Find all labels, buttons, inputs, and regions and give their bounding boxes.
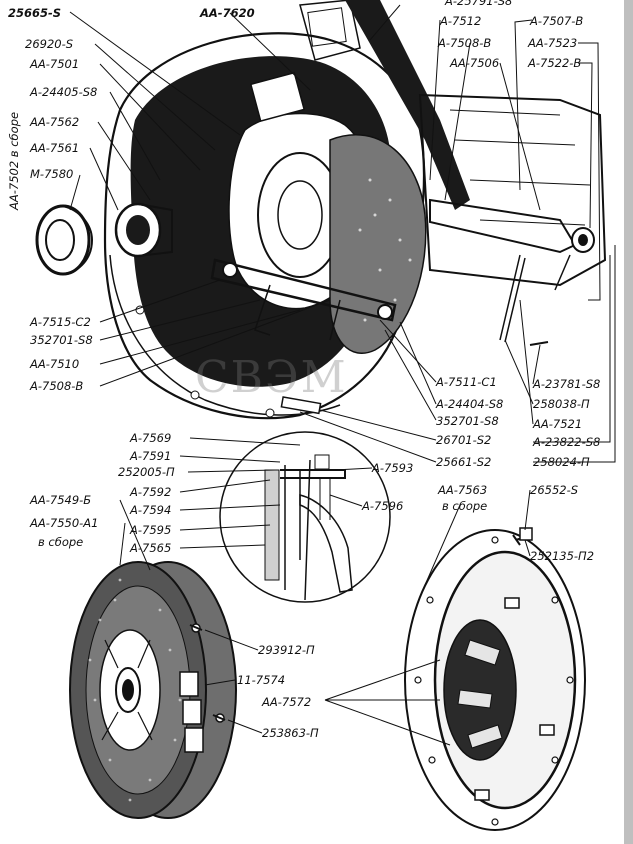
label-26701-s2: 26701-S2	[436, 433, 491, 447]
label-26552-s: 26552-S	[530, 483, 578, 497]
label-aa-7620: AA-7620	[199, 6, 255, 20]
label-aa-7523: AA-7523	[527, 36, 577, 50]
label-aa-7501: AA-7501	[29, 57, 79, 71]
label-a-7508-b-left: A-7508-B	[29, 379, 83, 393]
label-25661-s2: 25661-S2	[436, 455, 491, 469]
label-a-25791-s8: A-25791-S8	[444, 0, 512, 8]
label-aa-7550-a1: AA-7550-A1	[29, 516, 98, 530]
label-252005-p: 252005-П	[118, 465, 175, 479]
label-aa-7563-sub: в сборе	[442, 499, 487, 513]
label-a-7596: A-7596	[361, 499, 403, 513]
label-26920-s: 26920-S	[25, 37, 73, 51]
label-a-7512: A-7512	[439, 14, 481, 28]
label-aa-7510: AA-7510	[29, 357, 79, 371]
label-253863-p: 253863-П	[262, 726, 319, 740]
clutch-housing-drawing	[35, 0, 607, 420]
page-edge	[624, 0, 633, 844]
label-a-24404-s8: A-24404-S8	[435, 397, 503, 411]
label-aa-7562: AA-7562	[29, 115, 79, 129]
label-a-7594: A-7594	[129, 503, 171, 517]
label-258038-p: 258038-П	[533, 397, 590, 411]
label-aa-7506: AA-7506	[449, 56, 499, 70]
label-a-24405-s8: A-24405-S8	[29, 85, 97, 99]
label-a-7592: A-7592	[129, 485, 171, 499]
label-aa-7572: AA-7572	[261, 695, 311, 709]
pressure-plate-drawing	[404, 529, 586, 831]
label-293912-p: 293912-П	[258, 643, 315, 657]
label-a-7595: A-7595	[129, 523, 171, 537]
label-a-7569: A-7569	[129, 431, 171, 445]
label-aa-7563: AA-7563	[437, 483, 487, 497]
label-aa-7549-b: AA-7549-Б	[29, 493, 91, 507]
label-aa-7502-assembly: AA-7502 в сборе	[7, 112, 21, 211]
label-aa-7550-a1-sub: в сборе	[38, 535, 83, 549]
label-352701-s8-right: 352701-S8	[436, 414, 499, 428]
label-a-7591: A-7591	[129, 449, 171, 463]
label-a-7593: A-7593	[371, 461, 413, 475]
label-25665-s: 25665-S	[8, 6, 61, 20]
label-a-7507-b: A-7507-B	[529, 14, 583, 28]
label-a-23822-s8: A-23822-S8	[532, 435, 600, 449]
label-a-7522-b: A-7522-B	[527, 56, 581, 70]
label-aa-7561: AA-7561	[29, 141, 79, 155]
label-258024-p: 258024-П	[533, 455, 590, 469]
label-aa-7521: AA-7521	[532, 417, 582, 431]
label-a-7565: A-7565	[129, 541, 171, 555]
leader-lines	[69, 4, 616, 746]
label-a-7508-b-top: A-7508-B	[437, 36, 491, 50]
label-a-7515-c2: A-7515-C2	[29, 315, 91, 329]
loose-fasteners	[189, 341, 549, 721]
detail-circle	[219, 431, 391, 603]
part-labels: 25665-S AA-7620 A-25791-S8 A-7512 A-7507…	[7, 0, 600, 740]
label-m-7580: M-7580	[30, 167, 73, 181]
housing-textured-disc	[329, 134, 427, 354]
clutch-disc-drawing	[69, 561, 237, 819]
label-a-23781-s8: A-23781-S8	[532, 377, 600, 391]
label-11-7574: 11-7574	[237, 673, 285, 687]
label-352701-s8-left: 352701-S8	[30, 333, 93, 347]
label-252135-p2: 252135-П2	[530, 549, 594, 563]
label-a-7511-c1: A-7511-C1	[435, 375, 497, 389]
watermark-text: СВЭМ	[195, 352, 348, 403]
